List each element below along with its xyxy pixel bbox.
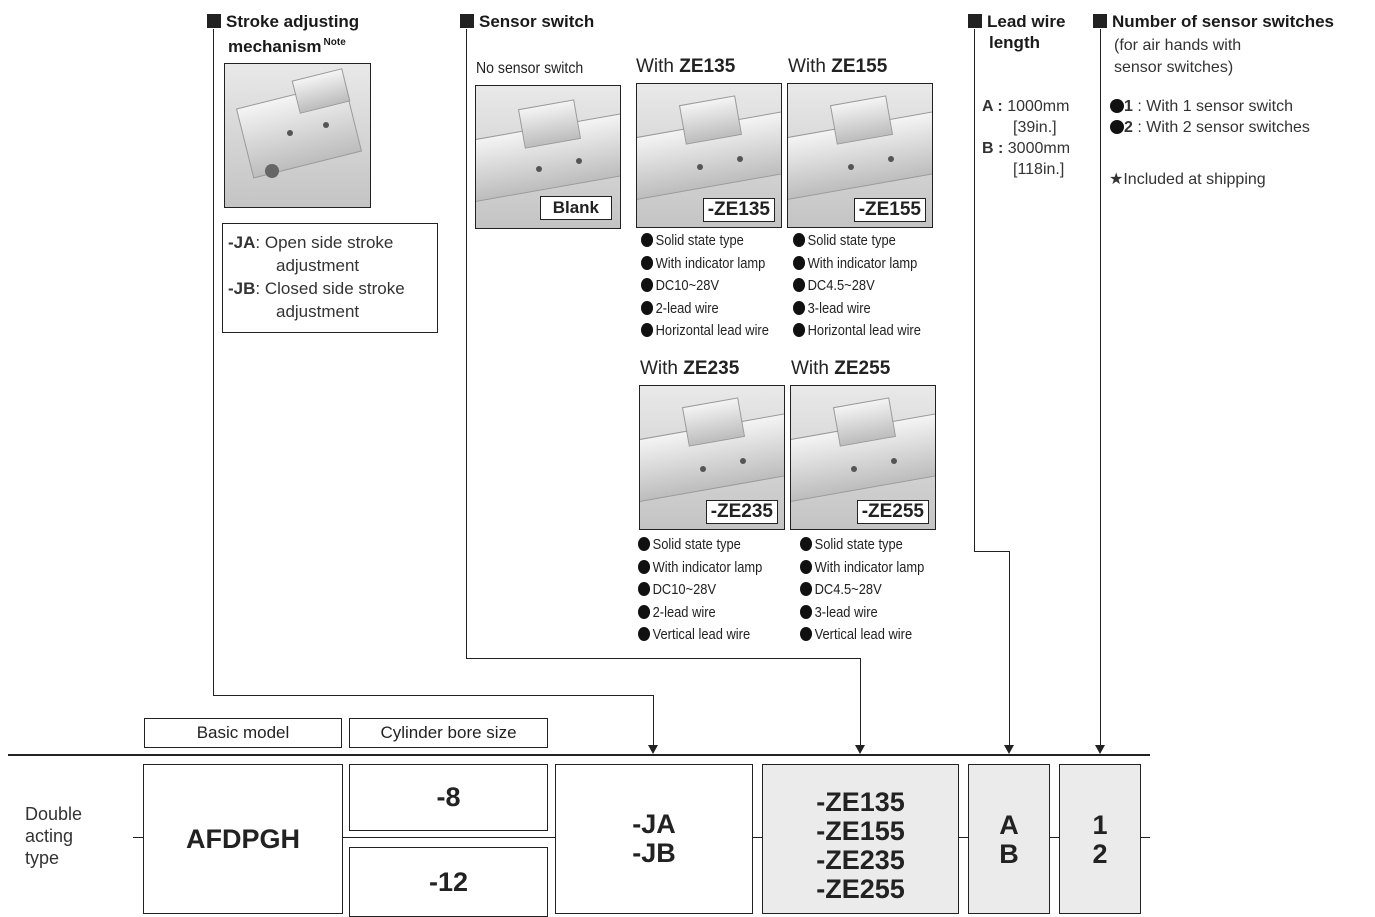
count-options: 1 : With 1 sensor switch 2 : With 2 sens…	[1110, 96, 1310, 138]
ze255-code-tag: -ZE255	[857, 500, 929, 524]
square-bullet-icon	[1093, 14, 1107, 28]
bore-size-label: Cylinder bore size	[349, 718, 548, 748]
ze235-photo: -ZE235	[639, 385, 785, 530]
count-subtitle: (for air hands with sensor switches)	[1114, 35, 1241, 79]
ze135-photo: -ZE135	[636, 83, 782, 228]
stroke-mechanism-photo	[224, 63, 371, 208]
sensor-code-box: -ZE135-ZE155 -ZE235-ZE255	[762, 764, 959, 914]
ze235-title: With ZE235	[640, 358, 739, 380]
lead-options: A : 1000mm [39in.] B : 3000mm [118in.]	[982, 96, 1070, 180]
ze135-title: With ZE135	[636, 56, 735, 78]
ze255-title: With ZE255	[791, 358, 890, 380]
model-box: AFDPGH	[143, 764, 343, 914]
ze155-specs: Solid state type With indicator lamp DC4…	[793, 230, 921, 343]
no-sensor-label: No sensor switch	[476, 60, 583, 78]
type-label: Double acting type	[25, 803, 82, 869]
square-bullet-icon	[460, 14, 474, 28]
basic-model-label: Basic model	[144, 718, 342, 748]
lead-heading: Lead wire length	[968, 11, 1065, 53]
note-mark: Note	[324, 37, 346, 48]
shipping-note: ★Included at shipping	[1109, 169, 1266, 190]
no-sensor-photo: Blank	[475, 85, 621, 229]
sensor-heading: Sensor switch	[460, 11, 594, 32]
bore-8-box: -8	[349, 764, 548, 831]
ze235-code-tag: -ZE235	[706, 500, 778, 524]
ze235-specs: Solid state type With indicator lamp DC1…	[638, 534, 762, 647]
blank-code-tag: Blank	[540, 196, 612, 220]
ze155-title: With ZE155	[788, 56, 887, 78]
count-heading: Number of sensor switches	[1093, 11, 1334, 32]
stroke-option-ja: -JA: Open side stroke	[228, 231, 438, 254]
filled-circle-icon	[1110, 99, 1124, 113]
star-icon: ★	[1109, 171, 1123, 188]
ze135-code-tag: -ZE135	[703, 198, 775, 222]
square-bullet-icon	[968, 14, 982, 28]
stroke-option-jb: -JB: Closed side stroke	[228, 277, 438, 300]
stroke-options-box: -JA: Open side stroke adjustment -JB: Cl…	[222, 223, 438, 333]
ze155-photo: -ZE155	[787, 83, 933, 228]
bore-12-box: -12	[349, 847, 548, 917]
square-bullet-icon	[207, 14, 221, 28]
ze255-photo: -ZE255	[790, 385, 936, 530]
ze255-specs: Solid state type With indicator lamp DC4…	[800, 534, 924, 647]
ze155-code-tag: -ZE155	[854, 198, 926, 222]
ze135-specs: Solid state type With indicator lamp DC1…	[641, 230, 769, 343]
stroke-code-box: -JA-JB	[555, 764, 753, 914]
filled-circle-icon	[1110, 120, 1124, 134]
